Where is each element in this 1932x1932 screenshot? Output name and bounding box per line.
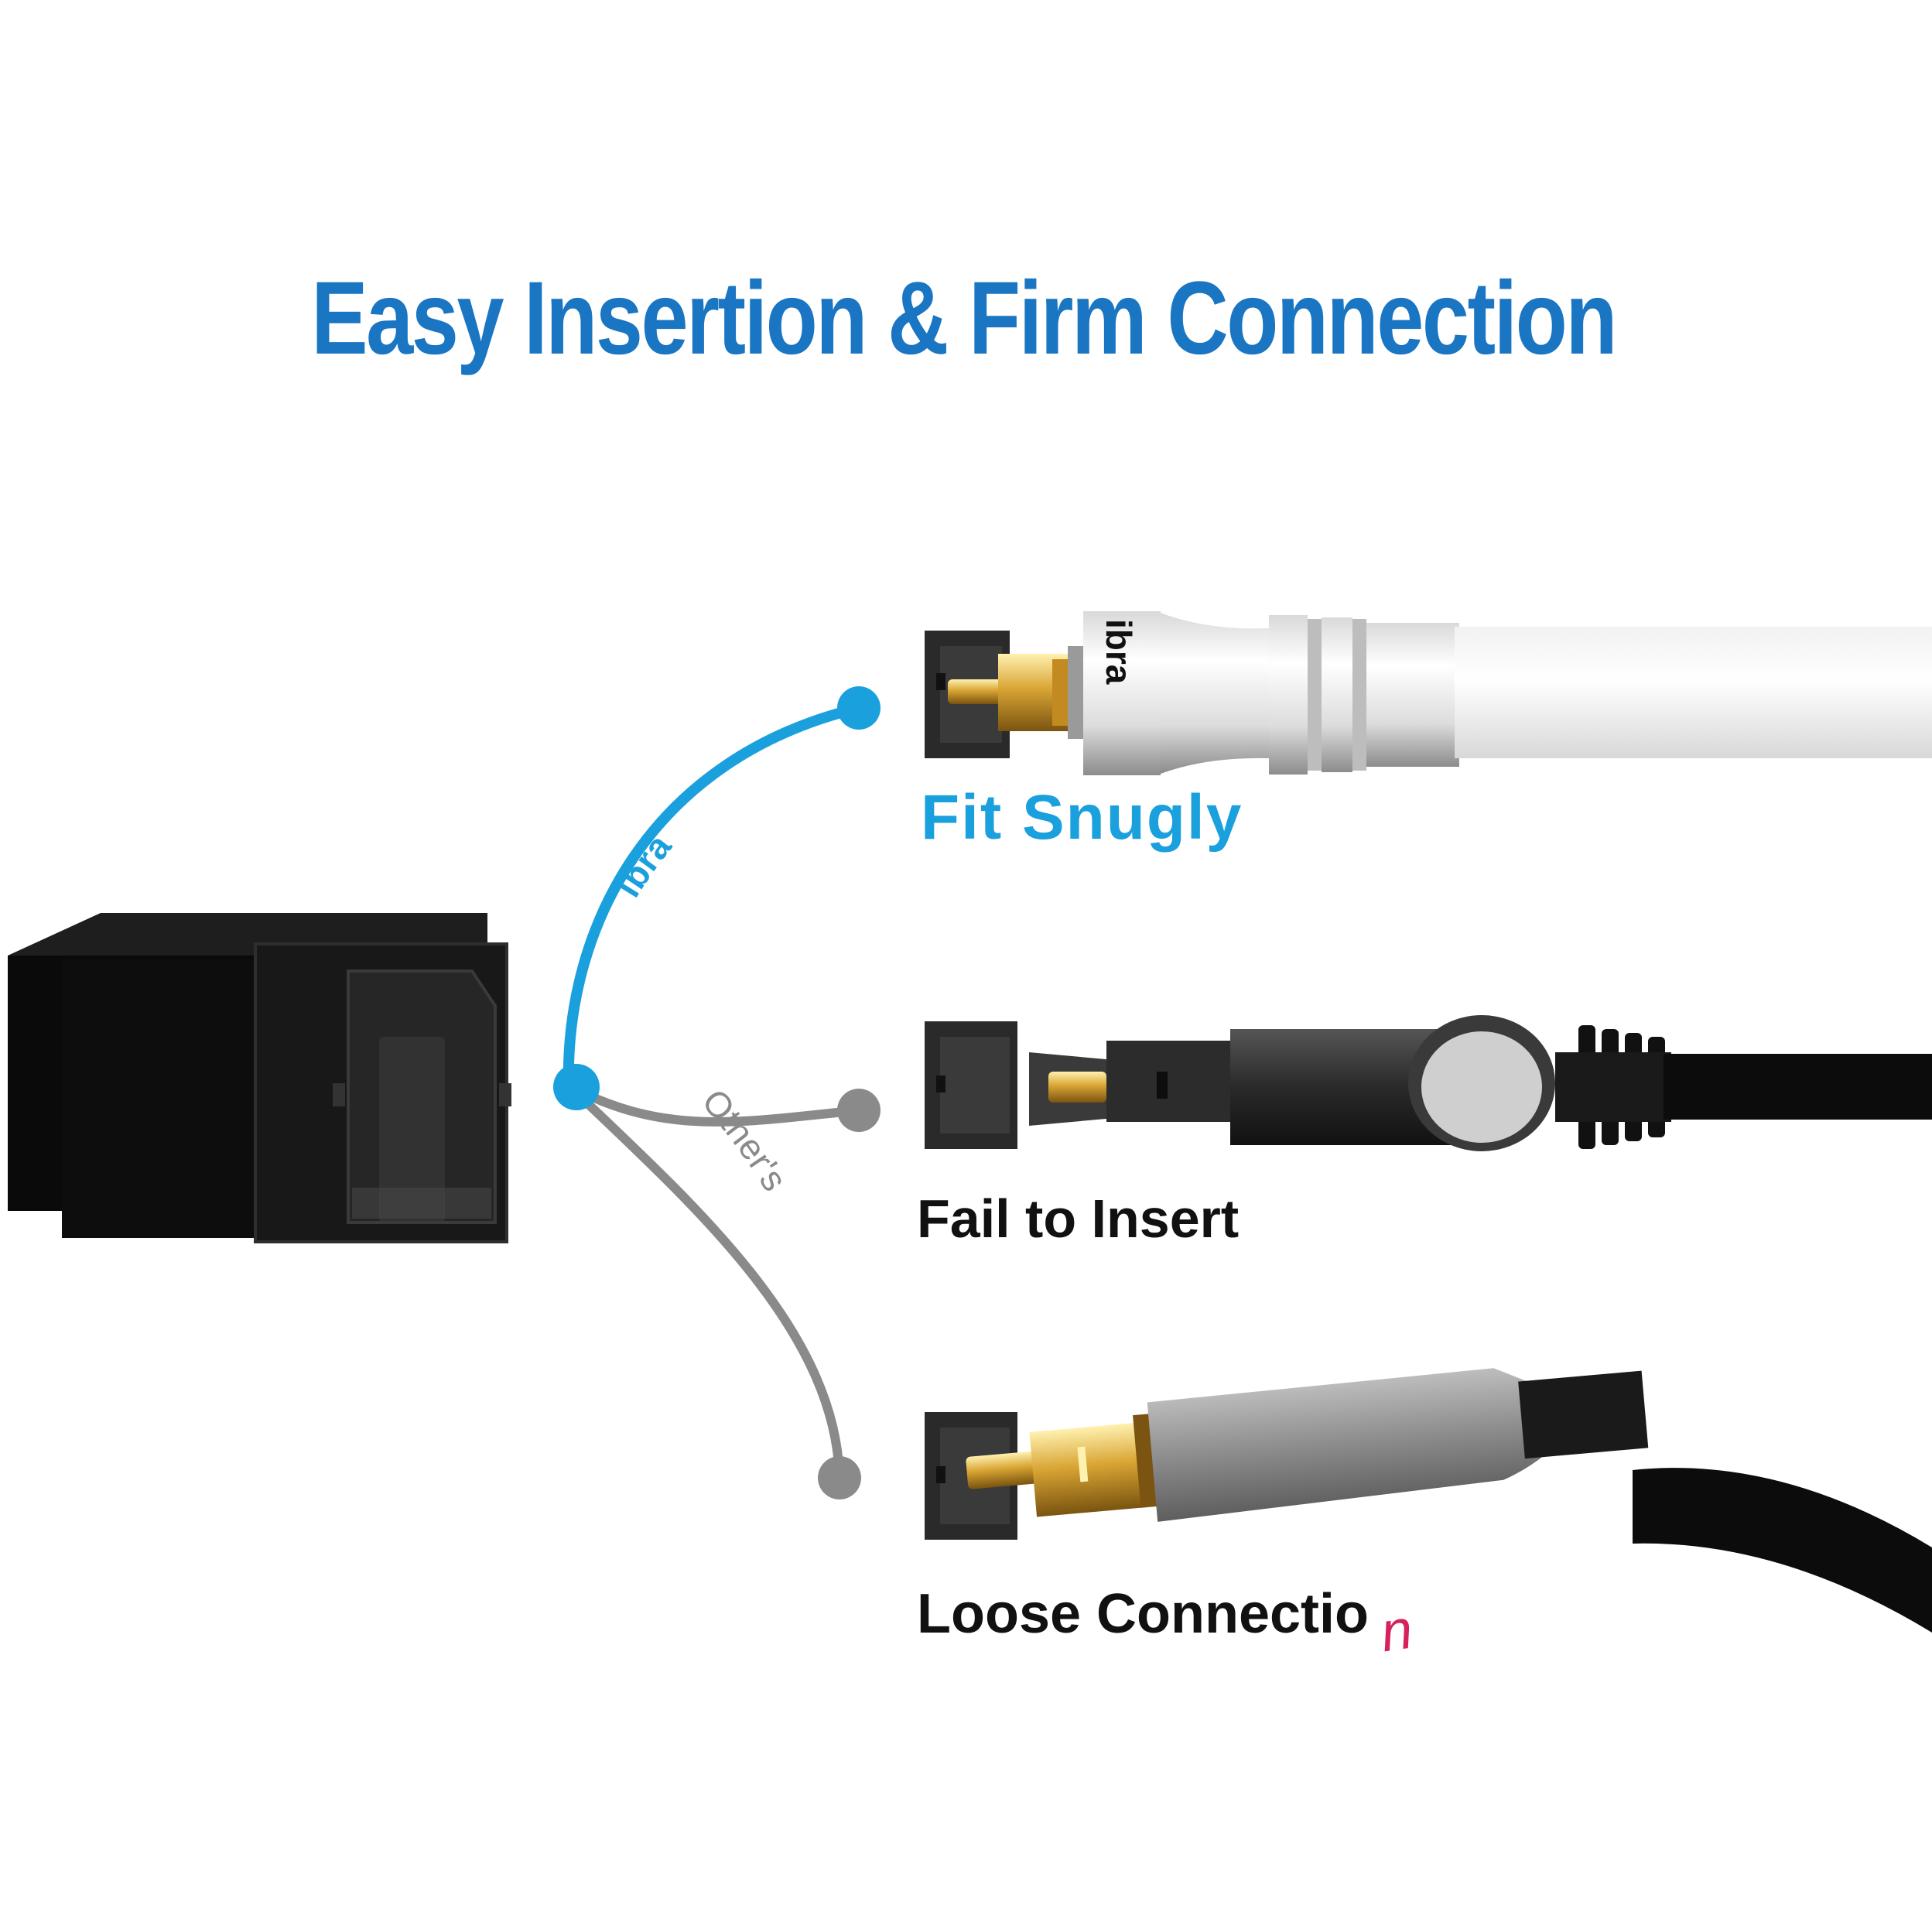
fit-snugly-label: Fit Snugly [921,782,1243,853]
loose-connection-main: Loose Connectio [917,1583,1369,1645]
hub-dot [553,1064,600,1110]
fail-dot [837,1089,881,1132]
ibra-plug-fit: ibra [925,611,1932,775]
plug-fail [925,1015,1932,1151]
fit-dot [837,686,881,730]
plug-cap-disc [1421,1031,1542,1143]
others-branch-label: Other's [695,1081,795,1198]
loose-dot [818,1456,861,1499]
ibra-branch-line [563,703,864,1091]
others-branch-line-top [564,1081,863,1127]
page-title: Easy Insertion & Firm Connection [311,261,1617,376]
optical-port-block [8,913,511,1243]
plug-loose [925,1368,1932,1633]
others-branch-line-bottom [564,1081,844,1482]
branch-lines: ibra Other's [553,686,881,1499]
ibra-plug-logo: ibra [1099,619,1139,685]
fail-to-insert-label: Fail to Insert [917,1188,1240,1249]
